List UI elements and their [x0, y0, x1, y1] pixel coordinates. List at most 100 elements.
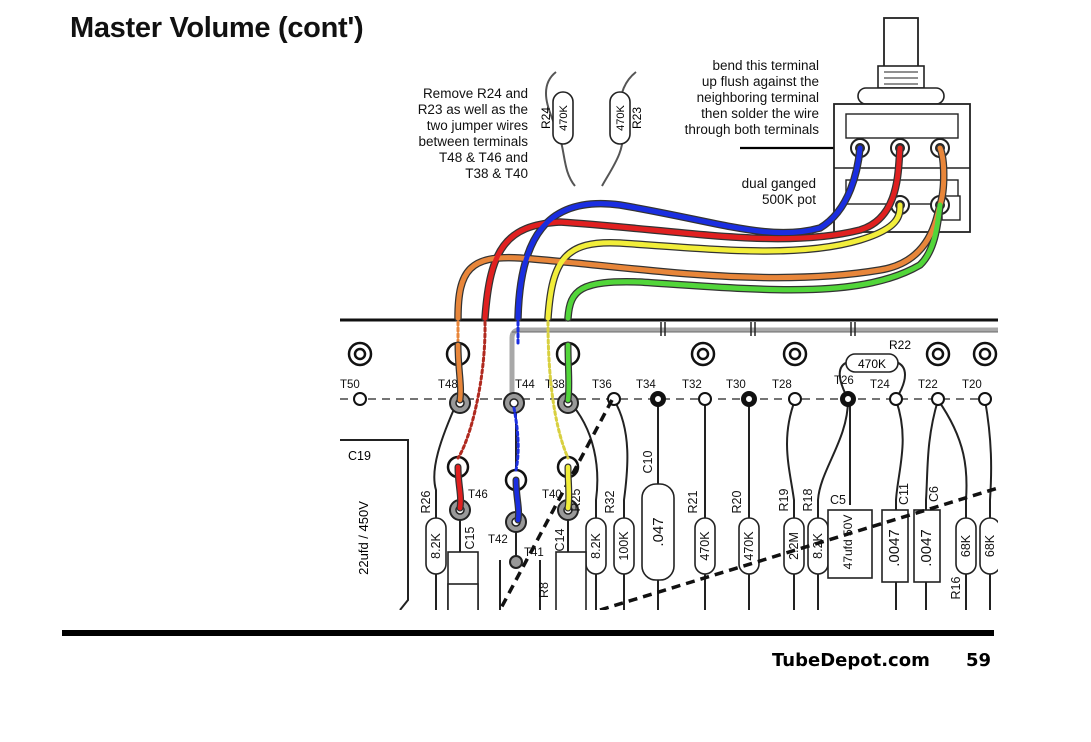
r24-label: R24 [539, 107, 553, 129]
terminal-t30: T30 [726, 379, 746, 391]
orange-wire [455, 202, 943, 321]
terminal-t34: T34 [636, 379, 656, 391]
c11-label: C11 [897, 483, 911, 505]
c10-value: .047 [650, 517, 667, 546]
r22-label: R22 [889, 338, 911, 352]
r18-value: 8.2K [811, 532, 825, 558]
terminal-t50: T50 [340, 379, 360, 391]
c15-label: C15 [463, 526, 477, 549]
capacitor-c19: C19 22ufd / 450V [340, 439, 409, 610]
terminal-t26: T26 [834, 375, 854, 387]
resistor-r15 [979, 517, 998, 575]
resistor-r32a [585, 517, 607, 575]
c14-label: C14 [553, 528, 567, 551]
r23-value: 470K [615, 104, 627, 130]
removed-resistor-r23: 470K R23 [601, 71, 644, 187]
bend-note-line-1: bend this terminal [712, 58, 819, 73]
terminal-t40: T40 [542, 489, 562, 501]
remove-note-line-4: between terminals [418, 134, 528, 149]
r21-label: R21 [686, 490, 700, 513]
r16-value: 68K [959, 534, 973, 557]
dual-ganged-pot [833, 17, 971, 233]
pot-note-line-1: dual ganged [742, 176, 816, 191]
r21-value: 470K [698, 531, 712, 561]
resistor-r16 [955, 517, 977, 575]
terminal-t44: T44 [515, 379, 535, 391]
remove-note-line-3: two jumper wires [427, 118, 529, 133]
resistor-r20 [738, 517, 760, 575]
remove-note-line-6: T38 & T40 [465, 166, 528, 181]
capacitor-c14 [555, 551, 587, 610]
c6-label: C6 [927, 486, 941, 502]
terminal-t46: T46 [468, 489, 488, 501]
terminal-t48: T48 [438, 379, 458, 391]
resistor-r32b [613, 517, 635, 575]
terminal-t32: T32 [682, 379, 702, 391]
remove-note-line-5: T48 & T46 and [439, 150, 528, 165]
r26-value: 8.2K [429, 532, 443, 558]
r23-label: R23 [630, 107, 644, 129]
green-wire [565, 202, 943, 321]
r20-label: R20 [730, 490, 744, 513]
terminal-pad-icon [353, 391, 992, 569]
r20-value: 470K [742, 531, 756, 561]
bend-note-line-2: up flush against the [702, 74, 819, 89]
terminal-t38: T38 [545, 379, 565, 391]
yellow-wire [545, 202, 903, 321]
colored-wires [454, 144, 948, 524]
capacitor-c5 [827, 509, 873, 579]
r32-label: R32 [603, 490, 617, 513]
r19-value: 2.2M [787, 532, 801, 560]
mounting-ring-icon [347, 341, 998, 367]
r32-value-b: 100K [617, 531, 631, 561]
remove-note-line-1: Remove R24 and [423, 86, 528, 101]
bend-note-line-4: then solder the wire [701, 106, 819, 121]
capacitor-c10 [641, 483, 675, 581]
c11-value: .0047 [886, 529, 903, 567]
r22-value: 470K [858, 357, 886, 371]
c5-value: 47ufd 50V [841, 515, 855, 570]
r19-label: R19 [777, 488, 791, 511]
terminal-t36: T36 [592, 379, 612, 391]
c10-label: C10 [641, 450, 655, 473]
remove-note: Remove R24 and R23 as well as the two ju… [418, 86, 529, 181]
footer-site: TubeDepot.com [772, 650, 930, 671]
r16-label: R16 [949, 576, 963, 599]
bend-note-line-5: through both terminals [685, 122, 820, 137]
bend-note-line-3: neighboring terminal [697, 90, 819, 105]
terminal-t24: T24 [870, 379, 890, 391]
resistor-r26 [425, 517, 447, 575]
remove-note-line-2: R23 as well as the [418, 102, 528, 117]
r18-label: R18 [801, 488, 815, 511]
c5-label: C5 [830, 493, 846, 507]
removed-resistor-r24: R24 470K [539, 71, 576, 187]
footer-rule [62, 630, 994, 636]
r24-value: 470K [558, 104, 570, 130]
page-title: Master Volume (cont') [70, 12, 364, 44]
r26-label: R26 [419, 490, 433, 513]
terminal-t28: T28 [772, 379, 792, 391]
red-wire [482, 145, 903, 321]
r8-label: R8 [537, 582, 551, 598]
page-number: 59 [966, 650, 992, 671]
blue-wire [515, 145, 863, 321]
r15-value: 68K [983, 534, 997, 557]
capacitor-c6 [913, 509, 941, 583]
bend-note: bend this terminal up flush against the … [685, 58, 820, 137]
wiring-diagram: Remove R24 and R23 as well as the two ju… [340, 17, 998, 610]
terminal-t42: T42 [488, 534, 508, 546]
capacitor-c11 [881, 509, 909, 583]
circuit-board: 470K R22 T50 T48 T44 T38 T36 T34 T32 T30… [340, 318, 998, 610]
terminal-t20: T20 [962, 379, 982, 391]
c19-label: C19 [348, 449, 371, 463]
bend-arrow-icon [740, 142, 848, 154]
resistor-r22: 470K R22 [838, 338, 911, 400]
r25-label: R25 [569, 488, 583, 511]
r32-value-a: 8.2K [589, 532, 603, 558]
terminal-t22: T22 [918, 379, 938, 391]
pot-note: dual ganged 500K pot [742, 176, 817, 207]
resistor-r21 [694, 517, 716, 575]
c6-value: .0047 [918, 529, 935, 567]
pot-note-line-2: 500K pot [762, 192, 816, 207]
c19-value: 22ufd / 450V [356, 501, 371, 575]
